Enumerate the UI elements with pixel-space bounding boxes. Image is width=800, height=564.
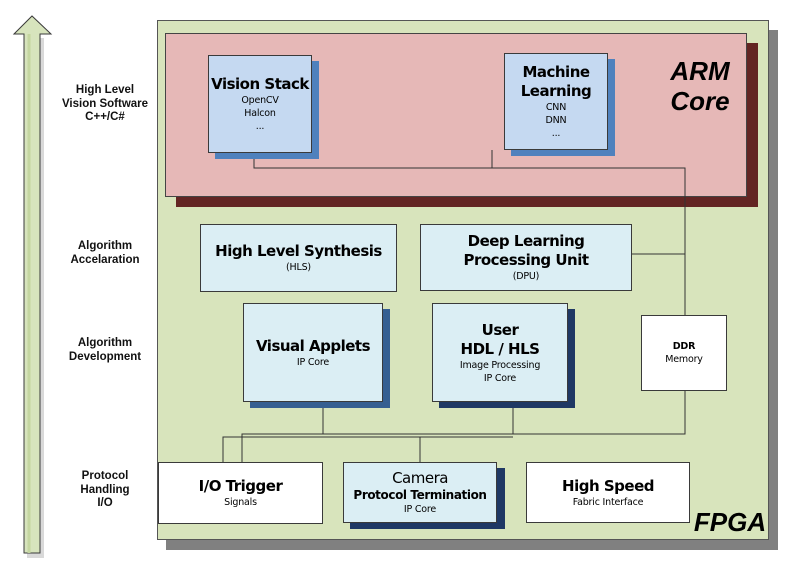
vision-stack-title: Vision Stack [211,75,309,93]
machine-learning-title: Machine [522,63,590,81]
camera-detail: IP Core [403,504,437,515]
io-trigger-subtitle: Signals [224,497,257,508]
vertical-arrow [12,15,53,558]
up-arrow-icon [12,15,53,554]
user-hdl-box: User HDL / HLS Image Processing IP Core [432,303,568,402]
fpga-label: FPGA [693,507,767,537]
dpu-title: Deep Learning [467,232,585,250]
level-label-line: C++/C# [85,111,125,123]
level-label-algorithm-development: Algorithm Development [40,337,170,364]
io-trigger-title: I/O Trigger [198,477,283,495]
visual-applets-title: Visual Applets [255,336,371,355]
high-speed-subtitle: Fabric Interface [572,496,644,508]
vision-stack-item: Halcon [244,108,276,119]
level-label-line: High Level [75,84,135,96]
dpu-box: Deep Learning Processing Unit (DPU) [420,224,632,291]
level-label-line: Protocol [81,470,129,482]
visual-applets-box: Visual Applets IP Core [243,303,383,402]
machine-learning-title: Learning [520,82,592,100]
level-label-line: Vision Software [61,97,149,110]
level-label-line: Algorithm [77,337,133,349]
machine-learning-item: DNN [545,115,567,126]
hls-title: High Level Synthesis [215,242,382,260]
level-label-high-level-software: High Level Vision Software C++/C# [40,84,170,125]
arm-core-label: ARM Core [655,56,745,116]
vision-stack-item: ... [255,121,265,132]
dpu-title: Processing Unit [463,251,589,269]
level-label-line: Algorithm [77,240,133,252]
arm-core-label-line: ARM [670,56,730,86]
camera-box: Camera Protocol Termination IP Core [343,462,497,523]
machine-learning-item: CNN [545,102,567,113]
machine-learning-box: Machine Learning CNN DNN ... [504,53,608,150]
level-label-line: Development [68,350,142,363]
user-hdl-subtitle: Image Processing [459,359,541,371]
high-speed-title: High Speed [562,476,654,495]
ddr-memory-box: DDR Memory [641,315,727,391]
vision-stack-box: Vision Stack OpenCV Halcon ... [208,55,312,153]
machine-learning-item: ... [551,128,561,139]
visual-applets-subtitle: IP Core [296,356,330,368]
camera-title: Camera [392,469,448,487]
high-speed-box: High Speed Fabric Interface [526,462,690,523]
camera-subtitle: Protocol Termination [353,488,487,502]
io-trigger-box: I/O Trigger Signals [158,462,323,524]
user-hdl-subtitle: IP Core [483,372,517,384]
dpu-subtitle: (DPU) [512,271,540,282]
level-label-line: Accelaration [70,253,140,266]
hls-subtitle: (HLS) [286,262,311,273]
vision-stack-item: OpenCV [241,95,279,106]
level-label-line: I/O [97,497,113,509]
user-hdl-title: User [481,320,519,339]
level-label-protocol-handling: Protocol Handling I/O [40,470,170,511]
hls-box: High Level Synthesis (HLS) [200,224,397,292]
level-label-algorithm-acceleration: Algorithm Accelaration [40,240,170,267]
ddr-subtitle: Memory [665,354,703,365]
arm-core-label-line: Core [670,86,730,116]
ddr-title: DDR [672,341,696,352]
user-hdl-title: HDL / HLS [460,339,540,358]
level-label-line: Handling [80,483,130,496]
